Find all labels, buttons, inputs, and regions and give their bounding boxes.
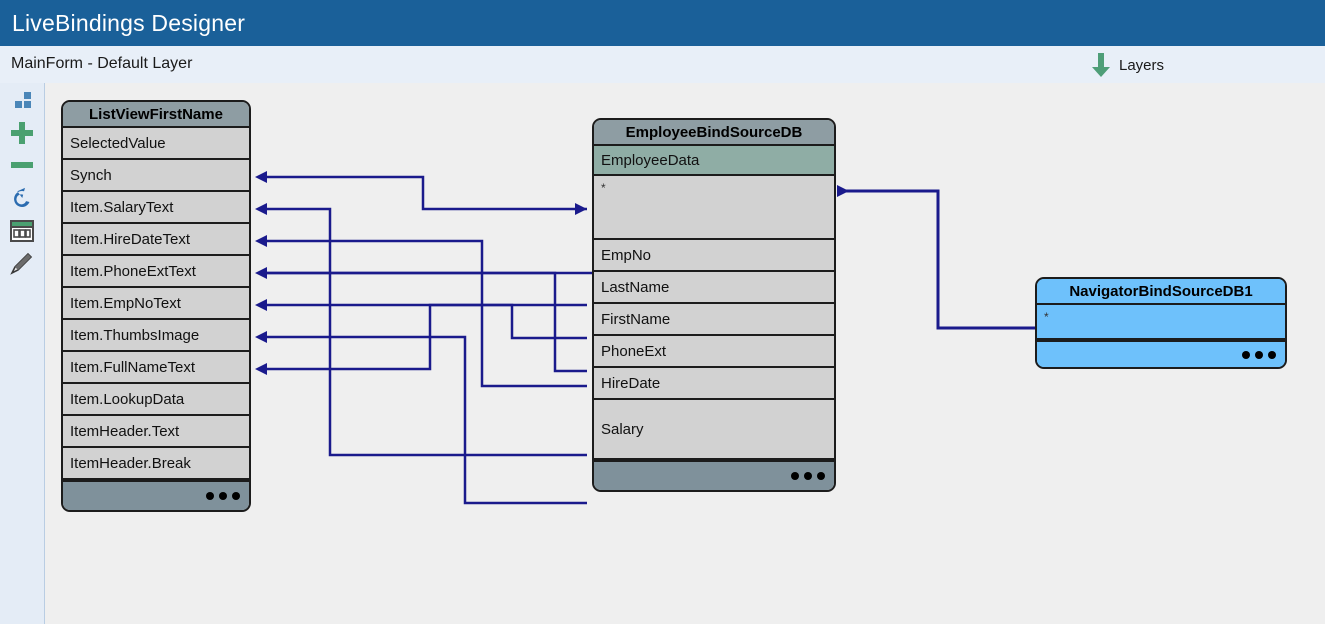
node-row[interactable]: SelectedValue (63, 128, 249, 160)
node-row[interactable]: PhoneExt (594, 336, 834, 368)
node-title: ListViewFirstName (63, 102, 249, 128)
node-title: EmployeeBindSourceDB (594, 120, 834, 146)
node-row[interactable]: FirstName (594, 304, 834, 336)
undo-icon[interactable] (6, 183, 38, 215)
node-navigator[interactable]: NavigatorBindSourceDB1* (1035, 277, 1287, 369)
node-more-dots-icon[interactable] (206, 492, 240, 500)
pencil-icon[interactable] (6, 247, 38, 279)
node-row[interactable]: Item.EmpNoText (63, 288, 249, 320)
node-row[interactable]: Salary (594, 400, 834, 460)
layers-label: Layers (1119, 56, 1165, 74)
add-components-icon[interactable] (6, 85, 38, 117)
node-row[interactable]: EmployeeData (594, 146, 834, 176)
breadcrumb: MainForm - Default Layer (11, 55, 193, 72)
node-more-dots-icon[interactable] (791, 472, 825, 480)
node-title: NavigatorBindSourceDB1 (1037, 279, 1285, 305)
node-row[interactable]: HireDate (594, 368, 834, 400)
node-row[interactable]: ItemHeader.Text (63, 416, 249, 448)
node-row[interactable]: ItemHeader.Break (63, 448, 249, 480)
node-footer[interactable] (1037, 340, 1285, 367)
arrow-down-icon (1090, 52, 1112, 78)
node-footer[interactable] (594, 460, 834, 490)
node-more-dots-icon[interactable] (1242, 350, 1276, 359)
node-row[interactable]: Item.PhoneExtText (63, 256, 249, 288)
node-row[interactable]: Item.HireDateText (63, 224, 249, 256)
node-footer[interactable] (63, 480, 249, 510)
node-row[interactable]: Item.FullNameText (63, 352, 249, 384)
minus-icon[interactable] (6, 149, 38, 181)
node-row[interactable]: Item.SalaryText (63, 192, 249, 224)
window-title: LiveBindings Designer (12, 10, 246, 36)
node-row[interactable]: Item.LookupData (63, 384, 249, 416)
layers-button[interactable]: Layers (1090, 52, 1164, 78)
node-row[interactable]: * (1037, 305, 1285, 340)
grid-icon[interactable] (6, 215, 38, 247)
node-row[interactable]: Item.ThumbsImage (63, 320, 249, 352)
node-row[interactable]: LastName (594, 272, 834, 304)
window-titlebar: LiveBindings Designer (0, 0, 1325, 46)
node-row[interactable]: EmpNo (594, 240, 834, 272)
plus-icon[interactable] (6, 117, 38, 149)
node-row[interactable]: * (594, 176, 834, 240)
node-row[interactable]: Synch (63, 160, 249, 192)
breadcrumb-bar: MainForm - Default Layer Layers (0, 46, 1325, 84)
left-toolbar (0, 83, 45, 624)
